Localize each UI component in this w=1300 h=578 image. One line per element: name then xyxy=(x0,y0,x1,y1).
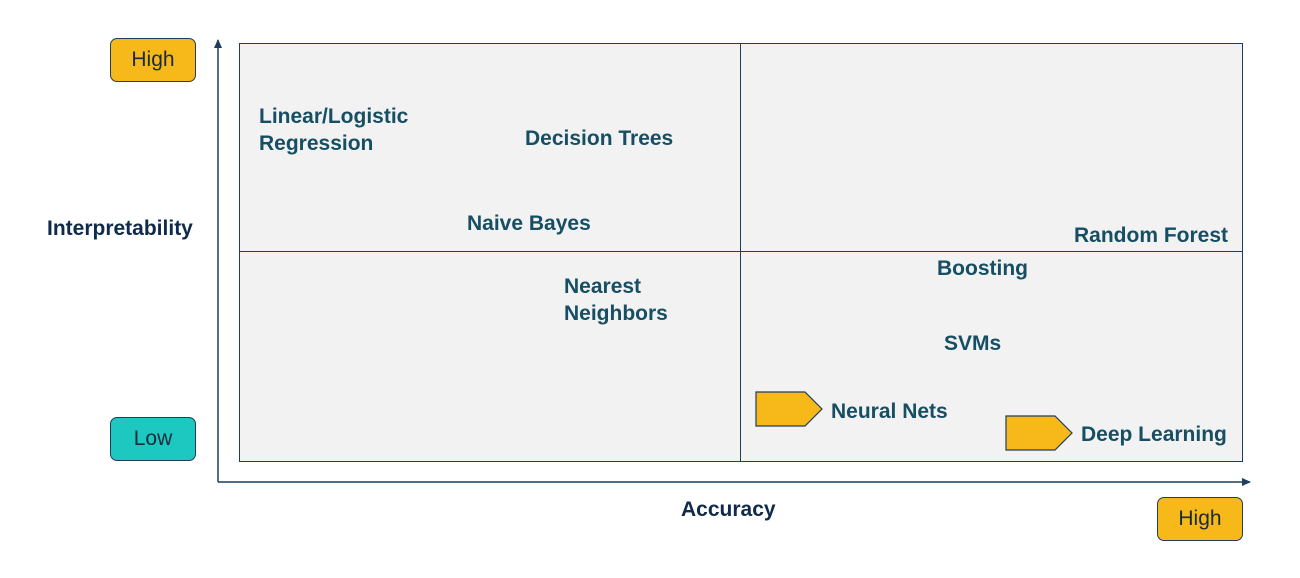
method-decision-trees: Decision Trees xyxy=(525,127,674,150)
method-svms: SVMs xyxy=(944,332,1002,355)
quadrant-top-left xyxy=(239,43,742,253)
method-label-line: Regression xyxy=(259,132,374,155)
method-boosting: Boosting xyxy=(937,257,1028,280)
quadrant-bottom-left xyxy=(239,251,742,462)
method-label-line: Nearest xyxy=(564,275,642,298)
method-linear-logistic-regression: Linear/Logistic Regression xyxy=(259,103,408,157)
y-low-badge: Low xyxy=(110,417,196,461)
method-naive-bayes: Naive Bayes xyxy=(467,212,591,235)
x-high-badge: High xyxy=(1157,497,1243,541)
quadrant-bottom-right xyxy=(740,251,1243,462)
neural-nets-pointer-icon xyxy=(755,391,823,427)
quadrant-top-right xyxy=(740,43,1243,253)
y-high-badge: High xyxy=(110,38,196,82)
method-nearest-neighbors: Nearest Neighbors xyxy=(564,273,668,327)
deep-learning-pointer-icon xyxy=(1005,415,1073,451)
method-deep-learning: Deep Learning xyxy=(1081,423,1227,446)
x-axis-title: Accuracy xyxy=(681,498,776,521)
method-label-line: Linear/Logistic xyxy=(259,105,409,128)
method-label-line: Neighbors xyxy=(564,302,668,325)
method-neural-nets: Neural Nets xyxy=(831,400,948,423)
y-axis-title: Interpretability xyxy=(47,217,193,240)
method-random-forest: Random Forest xyxy=(1074,224,1229,247)
